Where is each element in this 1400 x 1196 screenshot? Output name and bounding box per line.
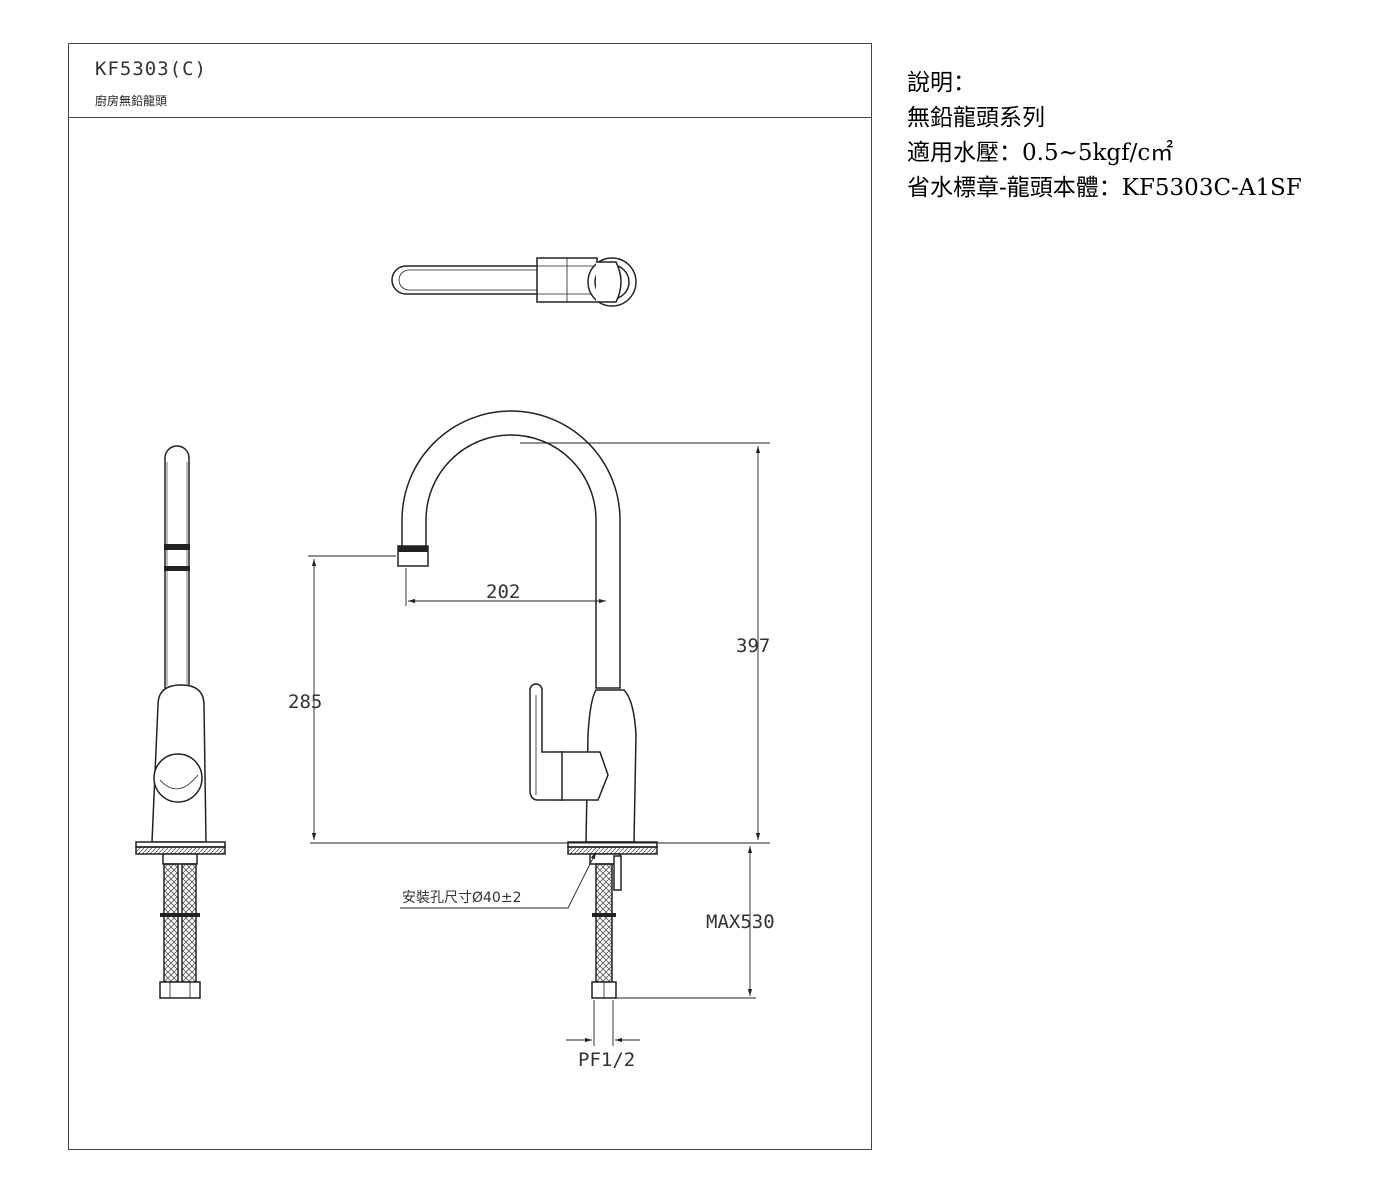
title-block: KF5303(C) 廚房無鉛龍頭 bbox=[69, 44, 871, 118]
notes-pressure: 適用水壓：0.5~5kgf/c㎡ bbox=[907, 140, 1174, 166]
top-view bbox=[391, 257, 637, 307]
dim-spout-reach: 202 bbox=[486, 581, 520, 603]
dim-spout-height: 285 bbox=[288, 691, 322, 713]
notes-panel: 說明： 無鉛龍頭系列 適用水壓：0.5~5kgf/c㎡ 省水標章-龍頭本體：KF… bbox=[907, 66, 1302, 206]
drawing-frame: KF5303(C) 廚房無鉛龍頭 bbox=[68, 43, 872, 1150]
notes-series: 無鉛龍頭系列 bbox=[907, 105, 1045, 131]
side-view bbox=[135, 445, 226, 999]
dim-install-hole: 安裝孔尺寸Ø40±2 bbox=[402, 890, 521, 906]
dimension-lines bbox=[308, 442, 770, 1046]
dim-total-height: 397 bbox=[736, 635, 770, 657]
notes-water-label: 省水標章-龍頭本體：KF5303C-A1SF bbox=[907, 175, 1302, 201]
dim-hose-length: MAX530 bbox=[706, 911, 775, 933]
front-view bbox=[397, 410, 658, 999]
dim-connection: PF1/2 bbox=[578, 1049, 635, 1071]
notes-heading: 說明： bbox=[907, 70, 976, 96]
model-code: KF5303(C) bbox=[95, 58, 207, 80]
product-name: 廚房無鉛龍頭 bbox=[95, 94, 168, 108]
